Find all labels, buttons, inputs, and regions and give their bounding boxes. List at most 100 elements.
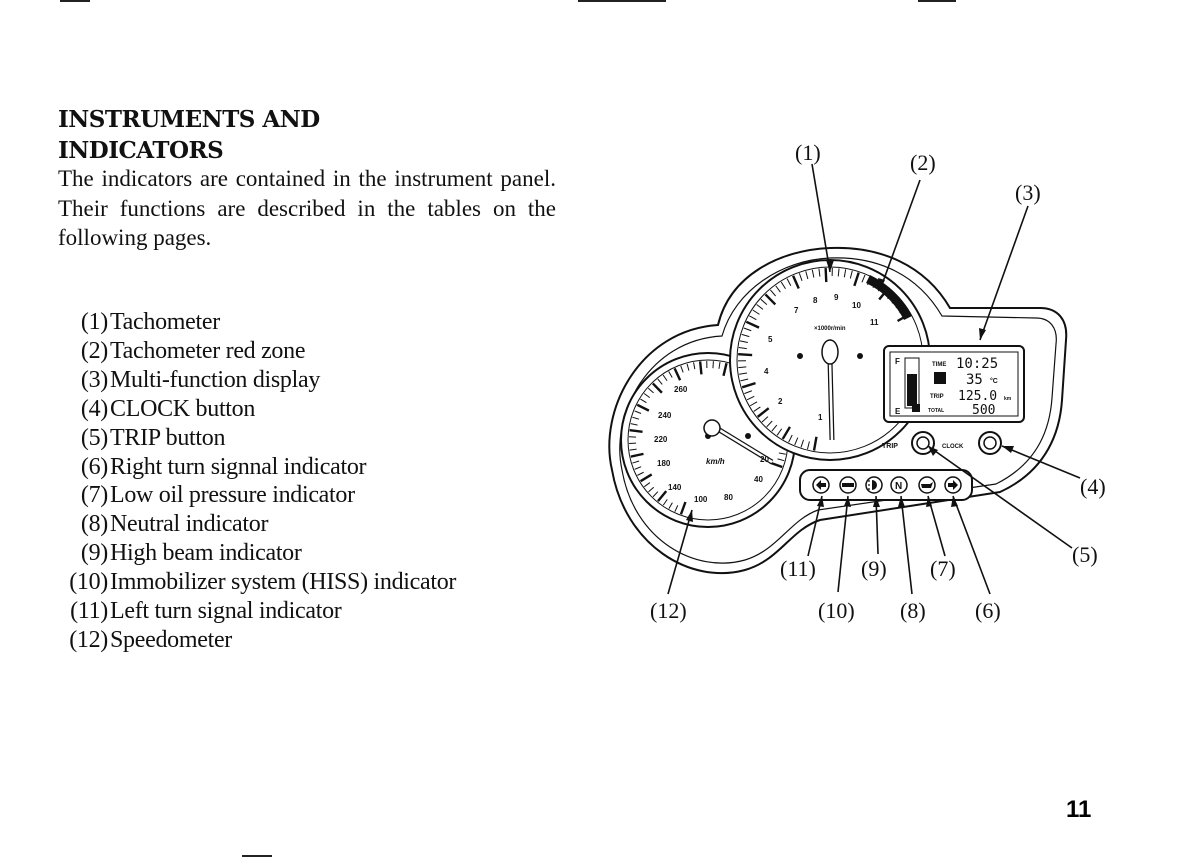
gauge-major-tick — [738, 352, 753, 357]
gauge-minor-tick — [743, 327, 752, 332]
indicator-panel: N — [799, 469, 973, 501]
clock-button[interactable]: CLOCK — [942, 431, 1002, 455]
gauge-minor-tick — [686, 363, 690, 371]
gauge-minor-tick — [805, 271, 809, 280]
legend-label: Right turn signnal indicator — [110, 453, 367, 480]
leader-arrowheads — [686, 260, 1014, 522]
immobilizer-indicator-icon — [839, 476, 857, 494]
legend-number: (12) — [69, 626, 108, 653]
section-title-line1: INSTRUMENTS AND — [58, 106, 320, 133]
callout-label: (1) — [795, 140, 821, 165]
lcd-temperature: 35 — [966, 372, 983, 388]
legend-number: (3) — [80, 366, 108, 393]
tacho-screw — [857, 353, 863, 359]
top-rule — [578, 0, 666, 2]
gauge-minor-tick — [849, 270, 853, 279]
legend-number: (5) — [80, 424, 108, 451]
gauge-minor-tick — [777, 458, 785, 462]
gauge-major-tick — [764, 293, 777, 306]
trip-button[interactable]: TRIP — [882, 431, 935, 455]
gauge-minor-tick — [647, 387, 654, 394]
callout-label: (4) — [1080, 474, 1106, 499]
neutral-indicator-icon: N — [890, 476, 908, 494]
tacho-number: 8 — [813, 296, 818, 305]
gauge-minor-tick — [739, 372, 748, 375]
gauge-major-tick — [657, 490, 668, 502]
speedo-unit: km/h — [706, 457, 725, 466]
gauge-minor-tick — [680, 365, 684, 373]
gauge-major-tick — [781, 426, 791, 440]
gauge-minor-tick — [634, 466, 642, 470]
speedo-number: 20 — [760, 455, 769, 464]
speedo-number: 260 — [674, 385, 688, 394]
right-turn-indicator-icon — [944, 476, 962, 494]
gauge-major-tick — [673, 367, 682, 381]
tacho-number: 5 — [768, 335, 773, 344]
fuel-empty-label: E — [895, 407, 901, 416]
speedo-screw — [745, 433, 751, 439]
tacho-number: 2 — [778, 397, 783, 406]
tacho-red-zone — [865, 274, 913, 321]
gauge-minor-tick — [770, 289, 776, 297]
intro-paragraph: The indicators are contained in the inst… — [58, 166, 556, 250]
gauge-minor-tick — [662, 499, 668, 506]
callout-label: (2) — [910, 150, 936, 175]
gauge-major-tick — [792, 275, 800, 290]
gauge-minor-tick — [674, 505, 679, 512]
fuel-gauge-bar — [907, 374, 917, 406]
gauge-minor-tick — [760, 298, 768, 305]
legend-number: (7) — [80, 482, 108, 509]
gauge-major-tick — [741, 382, 756, 389]
gauge-minor-tick — [744, 390, 753, 395]
speedo-number: 220 — [654, 435, 668, 444]
tacho-number: 7 — [794, 306, 799, 315]
tacho-number: 10 — [852, 301, 861, 310]
high-beam-indicator-icon — [865, 476, 883, 494]
gauge-minor-tick — [776, 428, 783, 436]
lcd-total: 500 — [972, 403, 995, 418]
callout-label: (10) — [818, 598, 855, 623]
gauge-minor-tick — [756, 304, 764, 310]
oil-pressure-indicator-icon — [918, 476, 936, 494]
section-title-line2: INDICATORS — [58, 137, 224, 164]
gauge-minor-tick — [643, 393, 651, 399]
gauge-minor-tick — [778, 452, 786, 455]
gauge-major-tick — [722, 362, 728, 377]
callout-label: (8) — [900, 598, 926, 623]
legend-label: Tachometer red zone — [110, 337, 306, 364]
gauge-minor-tick — [798, 273, 803, 281]
gauge-minor-tick — [668, 502, 673, 509]
legend-number: (1) — [80, 309, 108, 335]
bottom-rule — [242, 855, 272, 857]
callout-label: (11) — [780, 556, 816, 581]
gauge-minor-tick — [632, 460, 640, 464]
speedo-number: 100 — [694, 495, 708, 504]
legend-item: (10)Immobilizer system (HISS) indicator — [58, 568, 456, 597]
lcd-trip: 125.0 — [958, 389, 997, 404]
gauge-minor-tick — [630, 423, 638, 426]
neutral-indicator-label: N — [895, 481, 902, 492]
gauge-minor-tick — [648, 486, 655, 493]
lcd-trip-indicator-icon — [912, 404, 920, 412]
legend-item: (3)Multi-function display — [58, 366, 456, 395]
leader-lines — [667, 163, 1081, 595]
legend-label: Tachometer — [110, 309, 220, 335]
gauge-major-tick — [853, 272, 860, 287]
callout-label: (9) — [861, 556, 887, 581]
gauge-minor-tick — [739, 340, 748, 344]
legend-label: Immobilizer system (HISS) indicator — [110, 569, 457, 596]
legend-item: (2)Tachometer red zone — [58, 337, 456, 366]
gauge-minor-tick — [693, 362, 696, 370]
coolant-temp-icon — [934, 372, 946, 384]
gauge-minor-tick — [740, 378, 749, 382]
panel-housing — [608, 246, 1068, 575]
gauge-minor-tick — [775, 285, 781, 293]
clock-button-label: CLOCK — [942, 444, 964, 450]
gauge-minor-tick — [718, 361, 721, 369]
legend-item: (7)Low oil pressure indicator — [58, 481, 456, 510]
gauge-minor-tick — [738, 366, 747, 369]
tacho-screw — [797, 353, 803, 359]
gauge-minor-tick — [738, 346, 747, 350]
